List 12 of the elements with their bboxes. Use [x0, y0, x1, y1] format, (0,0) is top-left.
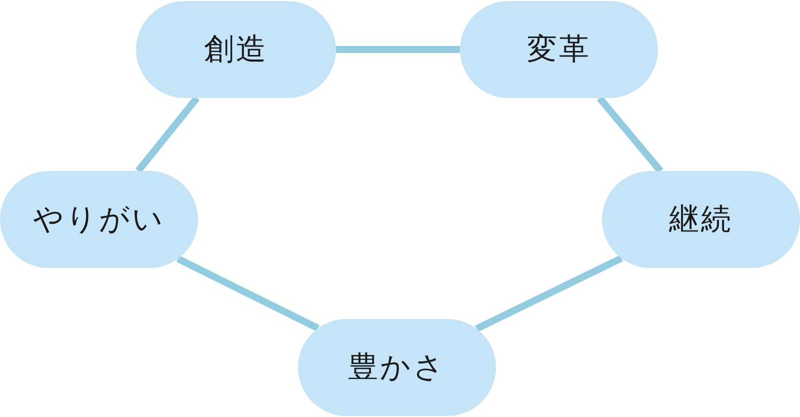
rounded-pill	[602, 171, 800, 268]
connector-line	[176, 256, 320, 332]
node-label: 継続	[669, 201, 733, 239]
connector-line	[336, 46, 460, 53]
connector-line	[135, 96, 200, 174]
node-label: やりがい	[33, 201, 165, 239]
rounded-pill	[0, 171, 198, 268]
connector-line	[596, 96, 664, 174]
node-label: 豊かさ	[348, 349, 446, 387]
connector-line	[475, 255, 623, 332]
node-label: 変革	[527, 31, 591, 69]
node-label: 創造	[204, 31, 268, 69]
